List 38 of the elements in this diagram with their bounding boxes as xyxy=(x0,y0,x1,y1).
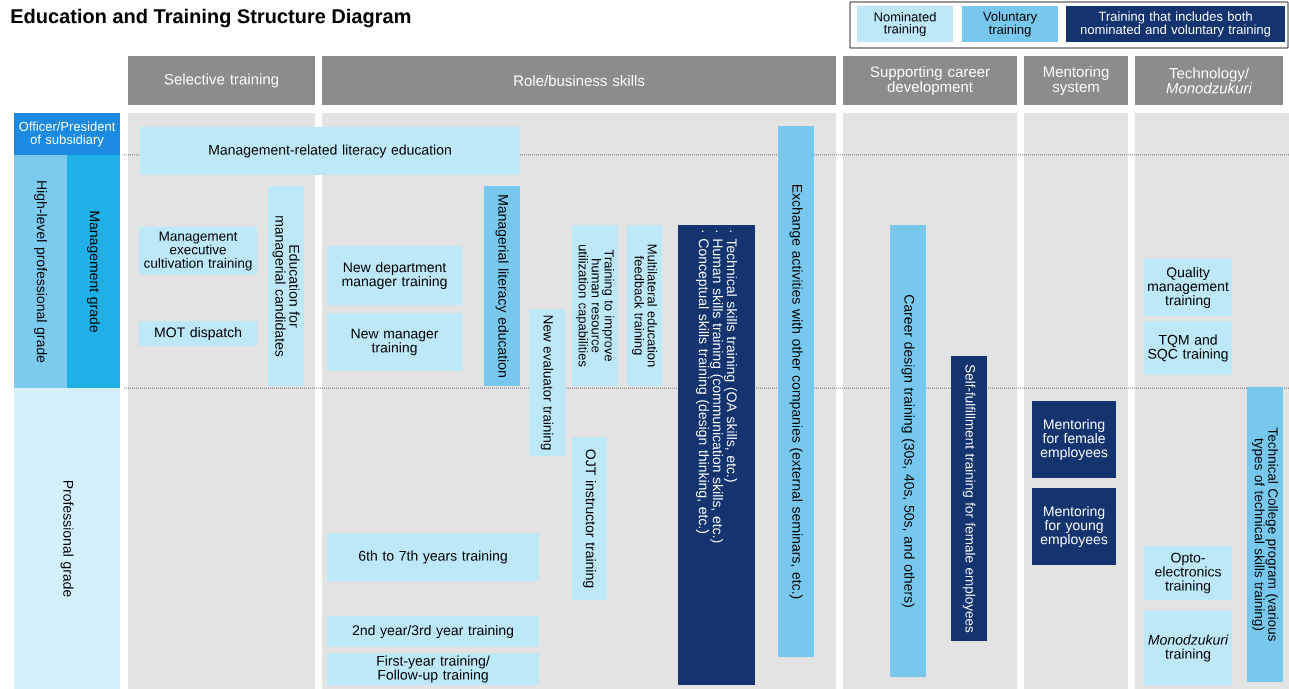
legend-text: Training that includes both nominated and voluntary training xyxy=(1081,11,1271,37)
legend-text: Voluntary training xyxy=(982,11,1038,37)
column-header: Selective training xyxy=(128,56,315,105)
column-header: Mentoring system xyxy=(1024,56,1128,105)
training-box: Monodzukuri training xyxy=(1144,611,1232,685)
training-box: Quality management training xyxy=(1144,259,1232,316)
training-box: MOT dispatch xyxy=(139,321,257,346)
grade-band: High-level professional grade xyxy=(14,155,67,388)
grade-band: Professional grade xyxy=(14,388,120,689)
training-box: Management executive cultivation training xyxy=(139,227,257,275)
training-box: TQM and SQC training xyxy=(1144,321,1232,375)
training-box: · Technical skills training (OA skills, etc.) · Human skills training (communication skills, etc.) · Conceptual skills training (design thinking, etc.) xyxy=(678,225,755,685)
training-box: Technical College program (various types of technical skills training) xyxy=(1247,387,1283,682)
grade-band: Officer/President of subsidiary xyxy=(14,113,120,155)
training-box: Managerial literacy education xyxy=(484,186,520,386)
training-box: New department manager training xyxy=(327,246,462,305)
grade-band: Management grade xyxy=(67,155,120,388)
column-header: Technology/ Monodzukuri xyxy=(1135,56,1283,105)
training-box: New evaluator training xyxy=(529,309,565,456)
training-box: Multilateral education feedback training xyxy=(627,225,662,386)
training-box: Opto-electronics training xyxy=(1144,546,1232,600)
legend-text: Nominated training xyxy=(874,11,936,37)
training-box: New manager training xyxy=(327,313,462,371)
training-box: Management-related literacy education xyxy=(140,127,520,175)
training-box: Education for managerial candidates xyxy=(268,186,304,386)
training-box: Self-fulfillment training for female employees xyxy=(951,356,987,641)
training-box: Mentoring for female employees xyxy=(1032,401,1116,478)
training-box: 6th to 7th years training xyxy=(327,533,539,581)
training-box: OJT instructor training xyxy=(572,437,607,600)
title: Education and Training Structure Diagram xyxy=(11,8,411,28)
training-box: 2nd year/3rd year training xyxy=(327,616,539,647)
training-box: Exchange activities with other companies (external seminars, etc.) xyxy=(778,126,814,657)
training-box: Career design training (30s, 40s, 50s, and others) xyxy=(890,225,926,677)
training-box: Training to improve human resource utilization capabilities xyxy=(572,225,618,386)
training-box: Mentoring for young employees xyxy=(1032,488,1116,565)
training-box: First-year training/ Follow-up training xyxy=(327,653,539,685)
column-header: Supporting career development xyxy=(843,56,1017,105)
column-header: Role/business skills xyxy=(322,56,836,105)
